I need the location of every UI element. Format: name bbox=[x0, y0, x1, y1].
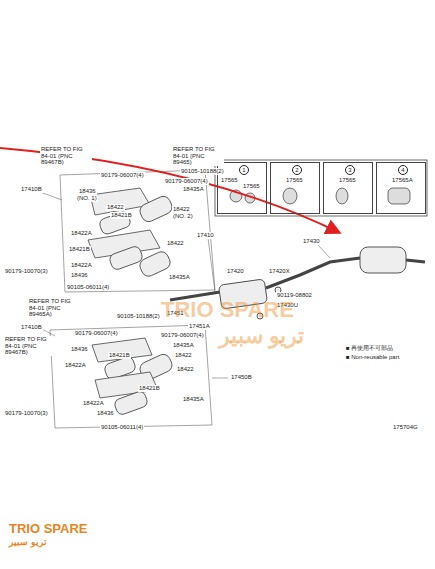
parts-panel: 3 17565 bbox=[323, 162, 373, 214]
part-number: 17565 bbox=[220, 177, 239, 184]
part-number: 17565 bbox=[242, 183, 261, 190]
callout-number: REFER TO FIG 84-01 (PNC 89467B) bbox=[40, 146, 92, 166]
callout-number: 17420 bbox=[226, 268, 245, 275]
parts-panel: 2 17565 bbox=[270, 162, 320, 214]
part-number: 17565 bbox=[285, 177, 304, 184]
callout-number: 17410 bbox=[196, 232, 215, 239]
callout-number: 18422A bbox=[70, 262, 93, 269]
callout-number: ■ Non-reusable part bbox=[345, 354, 400, 361]
callout-number: 17410B bbox=[20, 186, 43, 193]
callout-number: ■ 再使用不可部品 bbox=[345, 345, 394, 352]
callout-number: 17420X bbox=[268, 268, 291, 275]
parts-panel: 4 17565A bbox=[376, 162, 426, 214]
callout-number: 90105-06011(4) bbox=[66, 284, 110, 291]
callout-number: 18422A bbox=[82, 400, 105, 407]
callout-number: 175704G bbox=[392, 424, 419, 431]
callout-number: 18435A bbox=[168, 274, 191, 281]
callout-number: (NO. 2) bbox=[172, 213, 194, 220]
part-number: 17565 bbox=[338, 177, 357, 184]
circled-number: 3 bbox=[345, 165, 355, 175]
callout-number: 18422 bbox=[172, 206, 191, 213]
callout-number: 18435A bbox=[172, 342, 195, 349]
callout-number: REFER TO FIG 84-01 (PNC 89465) bbox=[172, 146, 224, 166]
callout-number: 18436 bbox=[96, 410, 115, 417]
callout-number: 18422A bbox=[70, 230, 93, 237]
circled-number: 4 bbox=[398, 165, 408, 175]
callout-number: 90179-06007(4) bbox=[160, 332, 205, 339]
callout-number: 18422 bbox=[174, 352, 193, 359]
callout-number: 18421B bbox=[68, 246, 91, 253]
callout-number: 18436 bbox=[78, 188, 97, 195]
callout-number: 17430 bbox=[302, 238, 321, 245]
callout-number: 90105-06011(4) bbox=[100, 424, 144, 431]
callout-number: 18421B bbox=[108, 352, 131, 359]
callout-number: 18436 bbox=[70, 272, 89, 279]
part-number: 17565A bbox=[391, 177, 414, 184]
watermark: تريو سبير bbox=[218, 324, 305, 348]
watermark: TRIO SPARE bbox=[160, 298, 295, 322]
callout-number: 18422 bbox=[106, 204, 125, 211]
callout-number: 90179-06007(4) bbox=[164, 178, 209, 185]
callout-number: 17410B bbox=[20, 324, 43, 331]
callout-number: 17450B bbox=[230, 374, 253, 381]
callout-number: REFER TO FIG 84-01 (PNC 89467B) bbox=[4, 336, 54, 356]
callout-number: 18422 bbox=[166, 240, 185, 247]
callout-number: 18422A bbox=[64, 362, 87, 369]
callout-number: 18436 bbox=[70, 346, 89, 353]
callout-number: 18421B bbox=[110, 212, 133, 219]
callout-number: 18422 bbox=[176, 366, 195, 373]
circled-number: 2 bbox=[292, 165, 302, 175]
callout-number: 90179-10070(3) bbox=[4, 268, 49, 275]
callout-number: 17451A bbox=[188, 323, 211, 330]
brand-logo-text: تريو سبير bbox=[8, 538, 48, 548]
brand-logo-text: TRIO SPARE bbox=[8, 522, 89, 536]
callout-number: 90179-06007(4) bbox=[74, 330, 119, 337]
callout-number: 90179-06007(4) bbox=[100, 172, 145, 179]
callout-number: 18435A bbox=[182, 186, 205, 193]
callout-number: 18421B bbox=[138, 385, 161, 392]
callout-number: 90179-10070(3) bbox=[4, 410, 49, 417]
callout-number: 90105-10188(2) bbox=[180, 168, 225, 175]
callout-number: 90105-10188(2) bbox=[116, 313, 161, 320]
circled-number: 1 bbox=[239, 165, 249, 175]
callout-number: 18435A bbox=[182, 396, 205, 403]
callout-number: REFER TO FIG 84-01 (PNC 89465A) bbox=[28, 298, 82, 318]
callout-number: (NO. 1) bbox=[76, 195, 98, 202]
